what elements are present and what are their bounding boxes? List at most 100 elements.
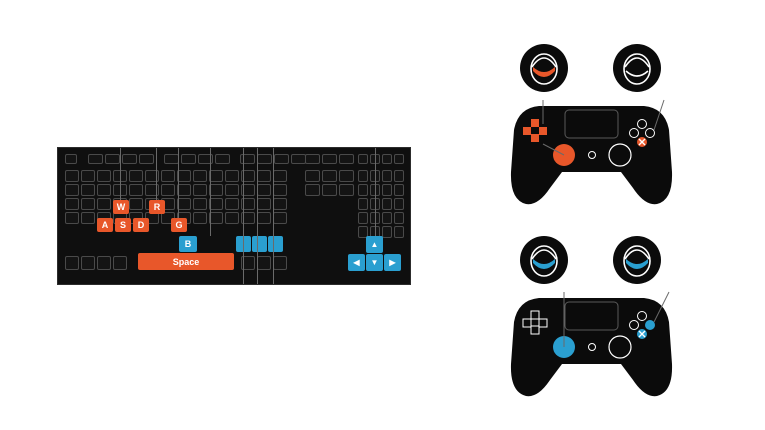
- key-numpad: [394, 212, 404, 224]
- key-r: R: [149, 200, 165, 214]
- key: [257, 212, 271, 224]
- controller-orange: [510, 99, 673, 205]
- key: [65, 184, 79, 196]
- key: [177, 184, 191, 196]
- key: [225, 198, 239, 210]
- key-function: [139, 154, 154, 164]
- key: [225, 212, 239, 224]
- key: [65, 198, 79, 210]
- key: [209, 170, 223, 182]
- key: [257, 198, 271, 210]
- key: [209, 184, 223, 196]
- arrow-up-icon: ▲: [366, 236, 383, 253]
- key: [273, 212, 287, 224]
- key: [193, 198, 207, 210]
- left-stick-icon-blue: [520, 236, 568, 284]
- key-numpad: [394, 226, 404, 238]
- key: [241, 170, 255, 182]
- key-numpad: [394, 184, 404, 196]
- key-indicator: [358, 154, 368, 164]
- key-numpad: [394, 170, 404, 182]
- key-numpad: [382, 226, 392, 238]
- key-blue-2: [252, 236, 267, 252]
- key: [225, 184, 239, 196]
- key-numpad: [382, 170, 392, 182]
- key-modifier: [257, 256, 271, 270]
- key-s: S: [115, 218, 131, 232]
- guide-line: [120, 148, 121, 200]
- key-nav: [305, 184, 320, 196]
- key: [81, 170, 95, 182]
- guide-line: [156, 148, 157, 200]
- key-numpad: [358, 198, 368, 210]
- key: [129, 184, 143, 196]
- key: [65, 170, 79, 182]
- guide-line: [375, 148, 376, 236]
- key-numpad: [358, 226, 368, 238]
- key-g: G: [171, 218, 187, 232]
- key-function: [88, 154, 103, 164]
- key: [177, 198, 191, 210]
- key: [81, 198, 95, 210]
- guide-line: [243, 148, 244, 284]
- key-w: W: [113, 200, 129, 214]
- guide-line: [273, 148, 274, 284]
- key: [161, 170, 175, 182]
- left-stick-icon-orange: [520, 44, 568, 92]
- key-b: B: [179, 236, 197, 252]
- key: [241, 212, 255, 224]
- key-numpad: [358, 212, 368, 224]
- guide-line: [257, 148, 258, 284]
- key-numpad: [382, 198, 392, 210]
- key-function: [257, 154, 272, 164]
- left-stick-press-orange: [533, 67, 555, 77]
- key: [129, 170, 143, 182]
- key-a: A: [97, 218, 113, 232]
- key: [241, 184, 255, 196]
- key-numpad: [382, 184, 392, 196]
- key: [257, 170, 271, 182]
- right-stick-icon-orange: [613, 44, 661, 92]
- key-function: [215, 154, 230, 164]
- key-function: [339, 154, 354, 164]
- key-modifier: [81, 256, 95, 270]
- key: [209, 198, 223, 210]
- key-modifier: [241, 256, 255, 270]
- key-numpad: [382, 212, 392, 224]
- key-nav: [322, 170, 337, 182]
- key-function: [291, 154, 306, 164]
- key-function: [240, 154, 255, 164]
- key-numpad: [358, 184, 368, 196]
- key: [225, 170, 239, 182]
- key-modifier: [97, 256, 111, 270]
- key: [145, 170, 159, 182]
- key-modifier: [65, 256, 79, 270]
- key-esc: [65, 154, 77, 164]
- key: [81, 212, 95, 224]
- arrow-right-icon: ▶: [384, 254, 401, 271]
- key: [97, 170, 111, 182]
- arrow-down-icon: ▼: [366, 254, 383, 271]
- key-indicator: [382, 154, 392, 164]
- key-function: [164, 154, 179, 164]
- key: [273, 184, 287, 196]
- key-numpad: [394, 198, 404, 210]
- key-function: [322, 154, 337, 164]
- key-blue-3: [268, 236, 283, 252]
- key-nav: [339, 170, 354, 182]
- key: [273, 198, 287, 210]
- dpad-icon-orange: [523, 119, 547, 142]
- key: [161, 184, 175, 196]
- key-d: D: [133, 218, 149, 232]
- key: [193, 184, 207, 196]
- key-nav: [339, 184, 354, 196]
- key: [177, 170, 191, 182]
- key: [97, 184, 111, 196]
- key: [273, 170, 287, 182]
- key: [65, 212, 79, 224]
- key: [129, 198, 143, 210]
- key-numpad: [358, 170, 368, 182]
- key-function: [198, 154, 213, 164]
- key-function: [181, 154, 196, 164]
